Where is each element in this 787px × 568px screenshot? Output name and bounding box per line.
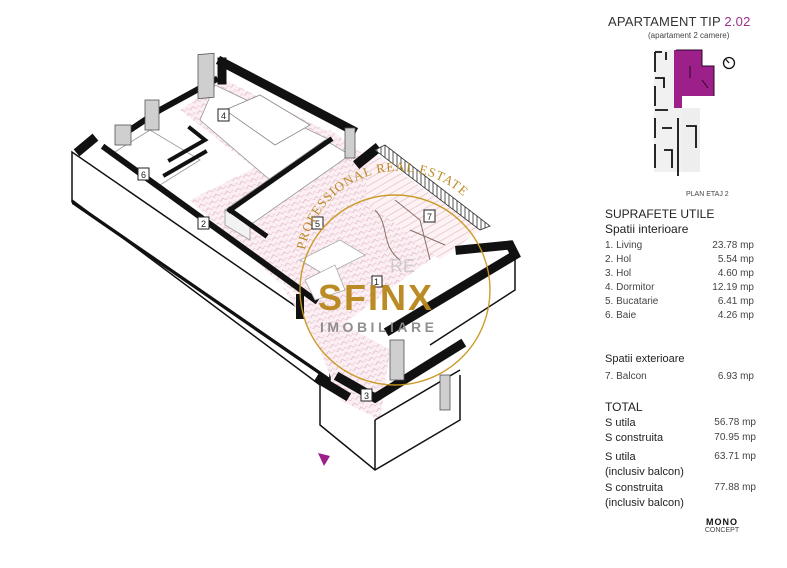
floor-plan-drawing: 1 2 3 4 5 6 7 PROFESSIONAL REAL ESTATE R… (71, 52, 521, 471)
info-panel: APARTAMENT TIP 2.02 (apartament 2 camere… (590, 0, 787, 563)
floor-label: PLAN ETAJ 2 (686, 191, 729, 198)
concept-label: CONCEPT (704, 527, 740, 534)
svg-text:5: 5 (315, 219, 320, 229)
isometric-floor-plan: 1 2 3 4 5 6 7 PROFESSIONAL REAL ESTATE R… (71, 52, 521, 471)
entrance-marker-icon (318, 453, 330, 466)
title-prefix: APARTAMENT TIP (608, 14, 721, 29)
svg-text:4: 4 (221, 111, 226, 121)
room-marker-3: 3 (360, 388, 373, 402)
svg-text:RE: RE (390, 256, 415, 276)
room-marker-4: 4 (217, 108, 230, 122)
apartment-type-code: 2.02 (724, 14, 751, 29)
room-marker-2: 2 (197, 216, 210, 230)
svg-text:7: 7 (427, 212, 432, 222)
svg-text:3: 3 (364, 391, 369, 401)
room-marker-1: 1 (371, 275, 383, 288)
interior-heading: Spatii interioare (605, 222, 689, 236)
compass-icon (722, 56, 736, 70)
room-marker-7: 7 (423, 209, 436, 223)
key-plan-map (652, 48, 718, 176)
room-markers: 1 2 3 4 5 6 7 (137, 108, 436, 402)
svg-text:2: 2 (201, 219, 206, 229)
svg-text:6: 6 (141, 170, 146, 180)
highlighted-unit (674, 50, 714, 108)
mono-logo: MONO (706, 517, 738, 527)
room-marker-6: 6 (137, 167, 150, 181)
apartment-title: APARTAMENT TIP 2.02 (608, 14, 751, 29)
room-marker-5: 5 (311, 216, 324, 230)
svg-text:IMOBILIARE: IMOBILIARE (320, 319, 437, 335)
areas-heading: SUPRAFETE UTILE (605, 207, 715, 221)
exterior-heading: Spatii exterioare (605, 353, 685, 365)
apartment-subtitle: (apartament 2 camere) (648, 31, 730, 40)
balcony-floor (365, 150, 480, 260)
svg-text:1: 1 (374, 277, 379, 287)
developer-logo: MONO CONCEPT (697, 517, 747, 534)
total-heading: TOTAL (605, 400, 643, 414)
svg-text:SFINX: SFINX (318, 277, 434, 318)
